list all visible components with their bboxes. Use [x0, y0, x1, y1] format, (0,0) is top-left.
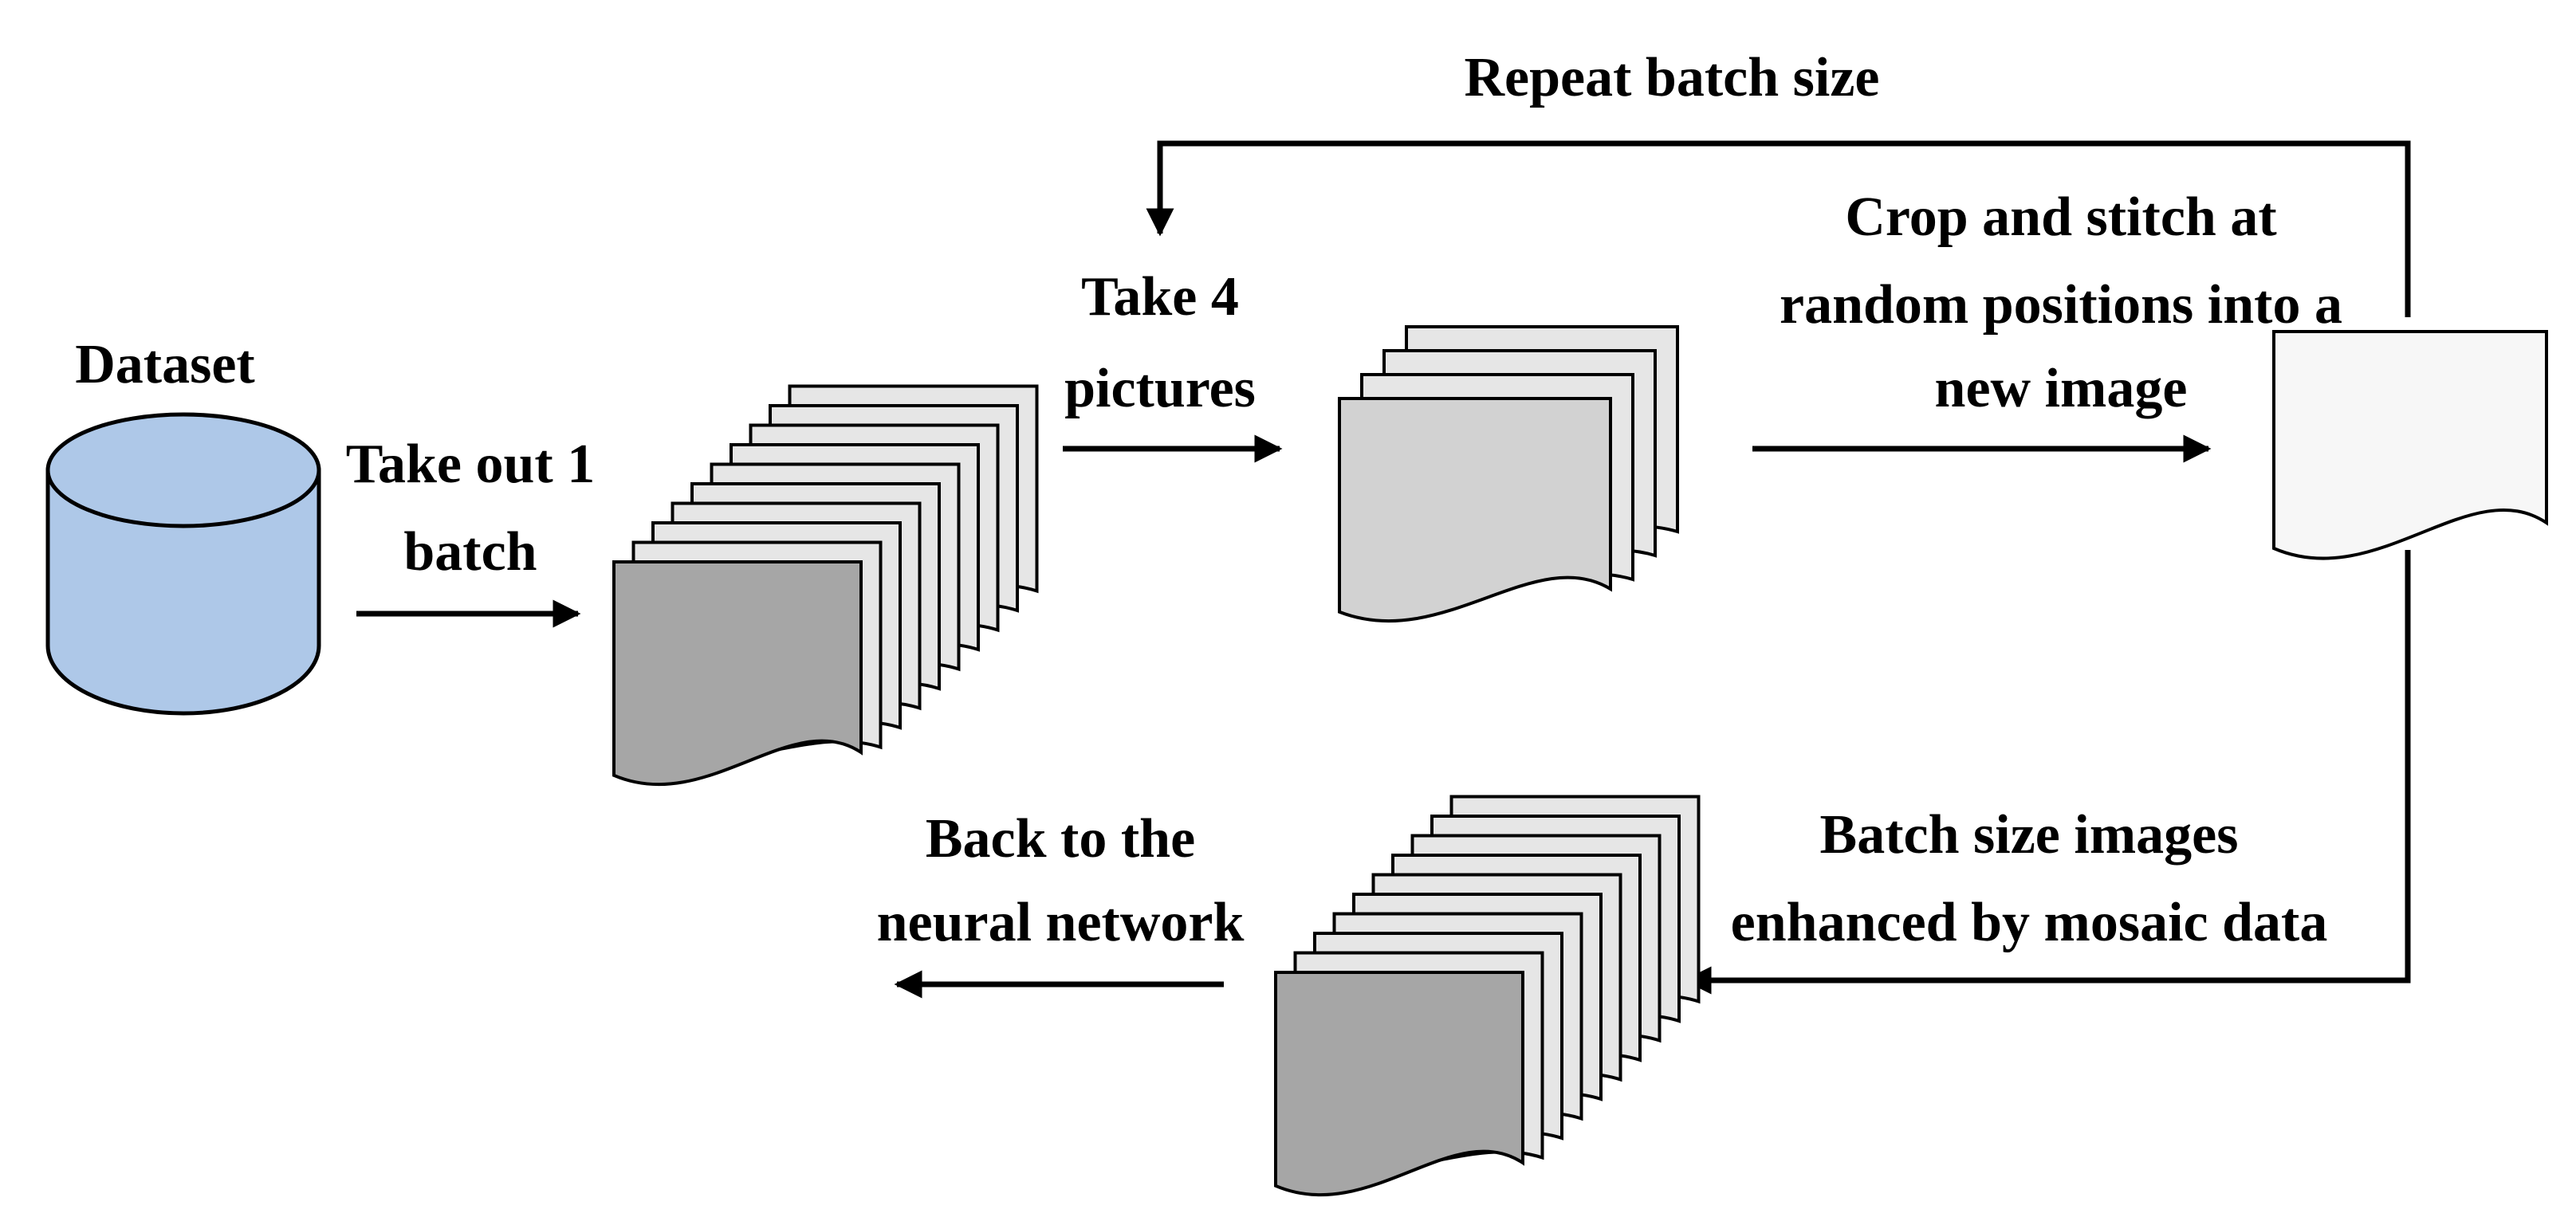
take-four-label-line1: Take 4	[1081, 266, 1239, 328]
crop-label-line2: random positions into a	[1780, 274, 2342, 336]
mosaic-page	[2272, 330, 2548, 560]
four-pictures-stack-icon	[1338, 325, 1679, 623]
dataset-label: Dataset	[75, 334, 254, 395]
take-out-label-line1: Take out 1	[346, 434, 596, 495]
enhanced-label-line1: Batch size images	[1820, 804, 2239, 866]
repeat-label: Repeat batch size	[1464, 47, 1879, 108]
crop-label-line3: new image	[1935, 358, 2188, 419]
take-out-label-line2: batch	[403, 521, 537, 583]
enhanced-batch-stack-icon	[1274, 795, 1701, 1197]
mosaic-image-icon	[2272, 330, 2548, 560]
front-page	[1274, 971, 1524, 1197]
back-label-line1: Back to the	[926, 808, 1195, 870]
dataset-cylinder-icon	[45, 412, 321, 716]
batch-stack-icon	[612, 384, 1039, 787]
enhanced-return-arrow	[1683, 550, 2411, 995]
repeat-loop-arrow	[1146, 140, 2411, 317]
enhanced-label-line2: enhanced by mosaic data	[1731, 892, 2328, 953]
crop-label-line1: Crop and stitch at	[1845, 187, 2276, 248]
cylinder-top	[45, 412, 321, 528]
front-page	[612, 560, 863, 787]
front-page	[1338, 397, 1612, 623]
cylinder-body	[45, 468, 321, 716]
back-label-line2: neural network	[877, 892, 1245, 953]
take-four-label-line2: pictures	[1064, 358, 1256, 419]
